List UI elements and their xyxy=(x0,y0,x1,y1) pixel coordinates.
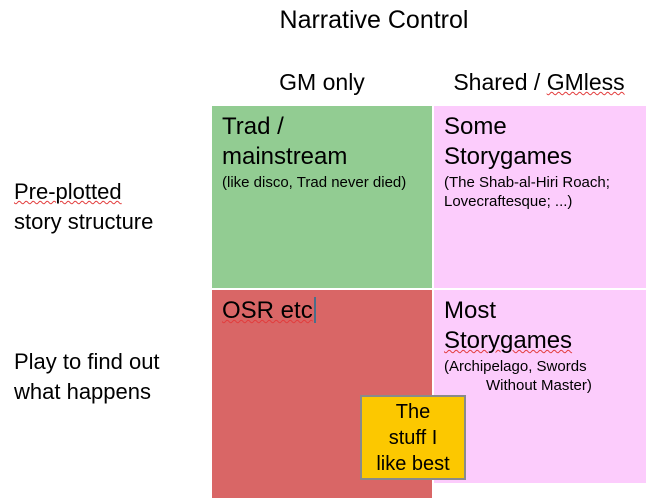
quadrant-cell-some-storygames[interactable]: Some Storygames (The Shab-al-Hiri Roach;… xyxy=(434,106,646,288)
quadrant-title-most-storygames-line1: Most xyxy=(444,297,497,324)
quadrant-title-most-storygames-line2: Storygames xyxy=(444,327,573,354)
quadrant-subtitle-some-storygames: (The Shab-al-Hiri Roach; Lovecraftesque;… xyxy=(444,174,610,210)
quadrant-title-trad-mainstream: Trad / mainstream xyxy=(222,113,348,170)
callout-text: The stuff I like best xyxy=(376,400,450,475)
quadrant-title-osr-text: OSR etc xyxy=(222,297,313,324)
callout-the-stuff-i-like-best[interactable]: The stuff I like best xyxy=(360,395,466,480)
quadrant-title-osr: OSR etc xyxy=(222,296,424,326)
quadrant-subtitle-most-storygames-line2: Without Master) xyxy=(486,377,592,394)
page-title: Narrative Control xyxy=(0,5,656,35)
row-label-pre-plotted-misspelled: Pre-plotted xyxy=(14,179,122,204)
quadrant-title-some-storygames: Some Storygames xyxy=(444,113,573,170)
row-label-play-to-find-out: Play to find out what happens xyxy=(14,347,210,407)
column-header-gm-only: GM only xyxy=(212,68,432,104)
quadrant-subtitle-trad-mainstream: (like disco, Trad never died) xyxy=(222,174,407,191)
column-header-row: GM only Shared / GMless xyxy=(212,68,646,104)
quadrant-cell-trad-mainstream[interactable]: Trad / mainstream (like disco, Trad neve… xyxy=(212,106,432,288)
row-label-pre-plotted: Pre-plotted story structure xyxy=(14,177,210,237)
column-header-shared-gmless: Shared / GMless xyxy=(432,68,646,104)
page-title-text: Narrative Control xyxy=(279,6,469,34)
column-header-shared-prefix: Shared / xyxy=(453,69,547,95)
column-header-gm-only-label: GM only xyxy=(279,69,365,95)
row-label-play-to-find-out-text: Play to find out what happens xyxy=(14,349,160,404)
row-label-pre-plotted-rest: story structure xyxy=(14,209,154,234)
quadrant-subtitle-most-storygames-line1: (Archipelago, Swords xyxy=(444,358,587,375)
column-header-gmless-misspelled: GMless xyxy=(546,69,625,95)
text-cursor-caret xyxy=(313,297,316,323)
